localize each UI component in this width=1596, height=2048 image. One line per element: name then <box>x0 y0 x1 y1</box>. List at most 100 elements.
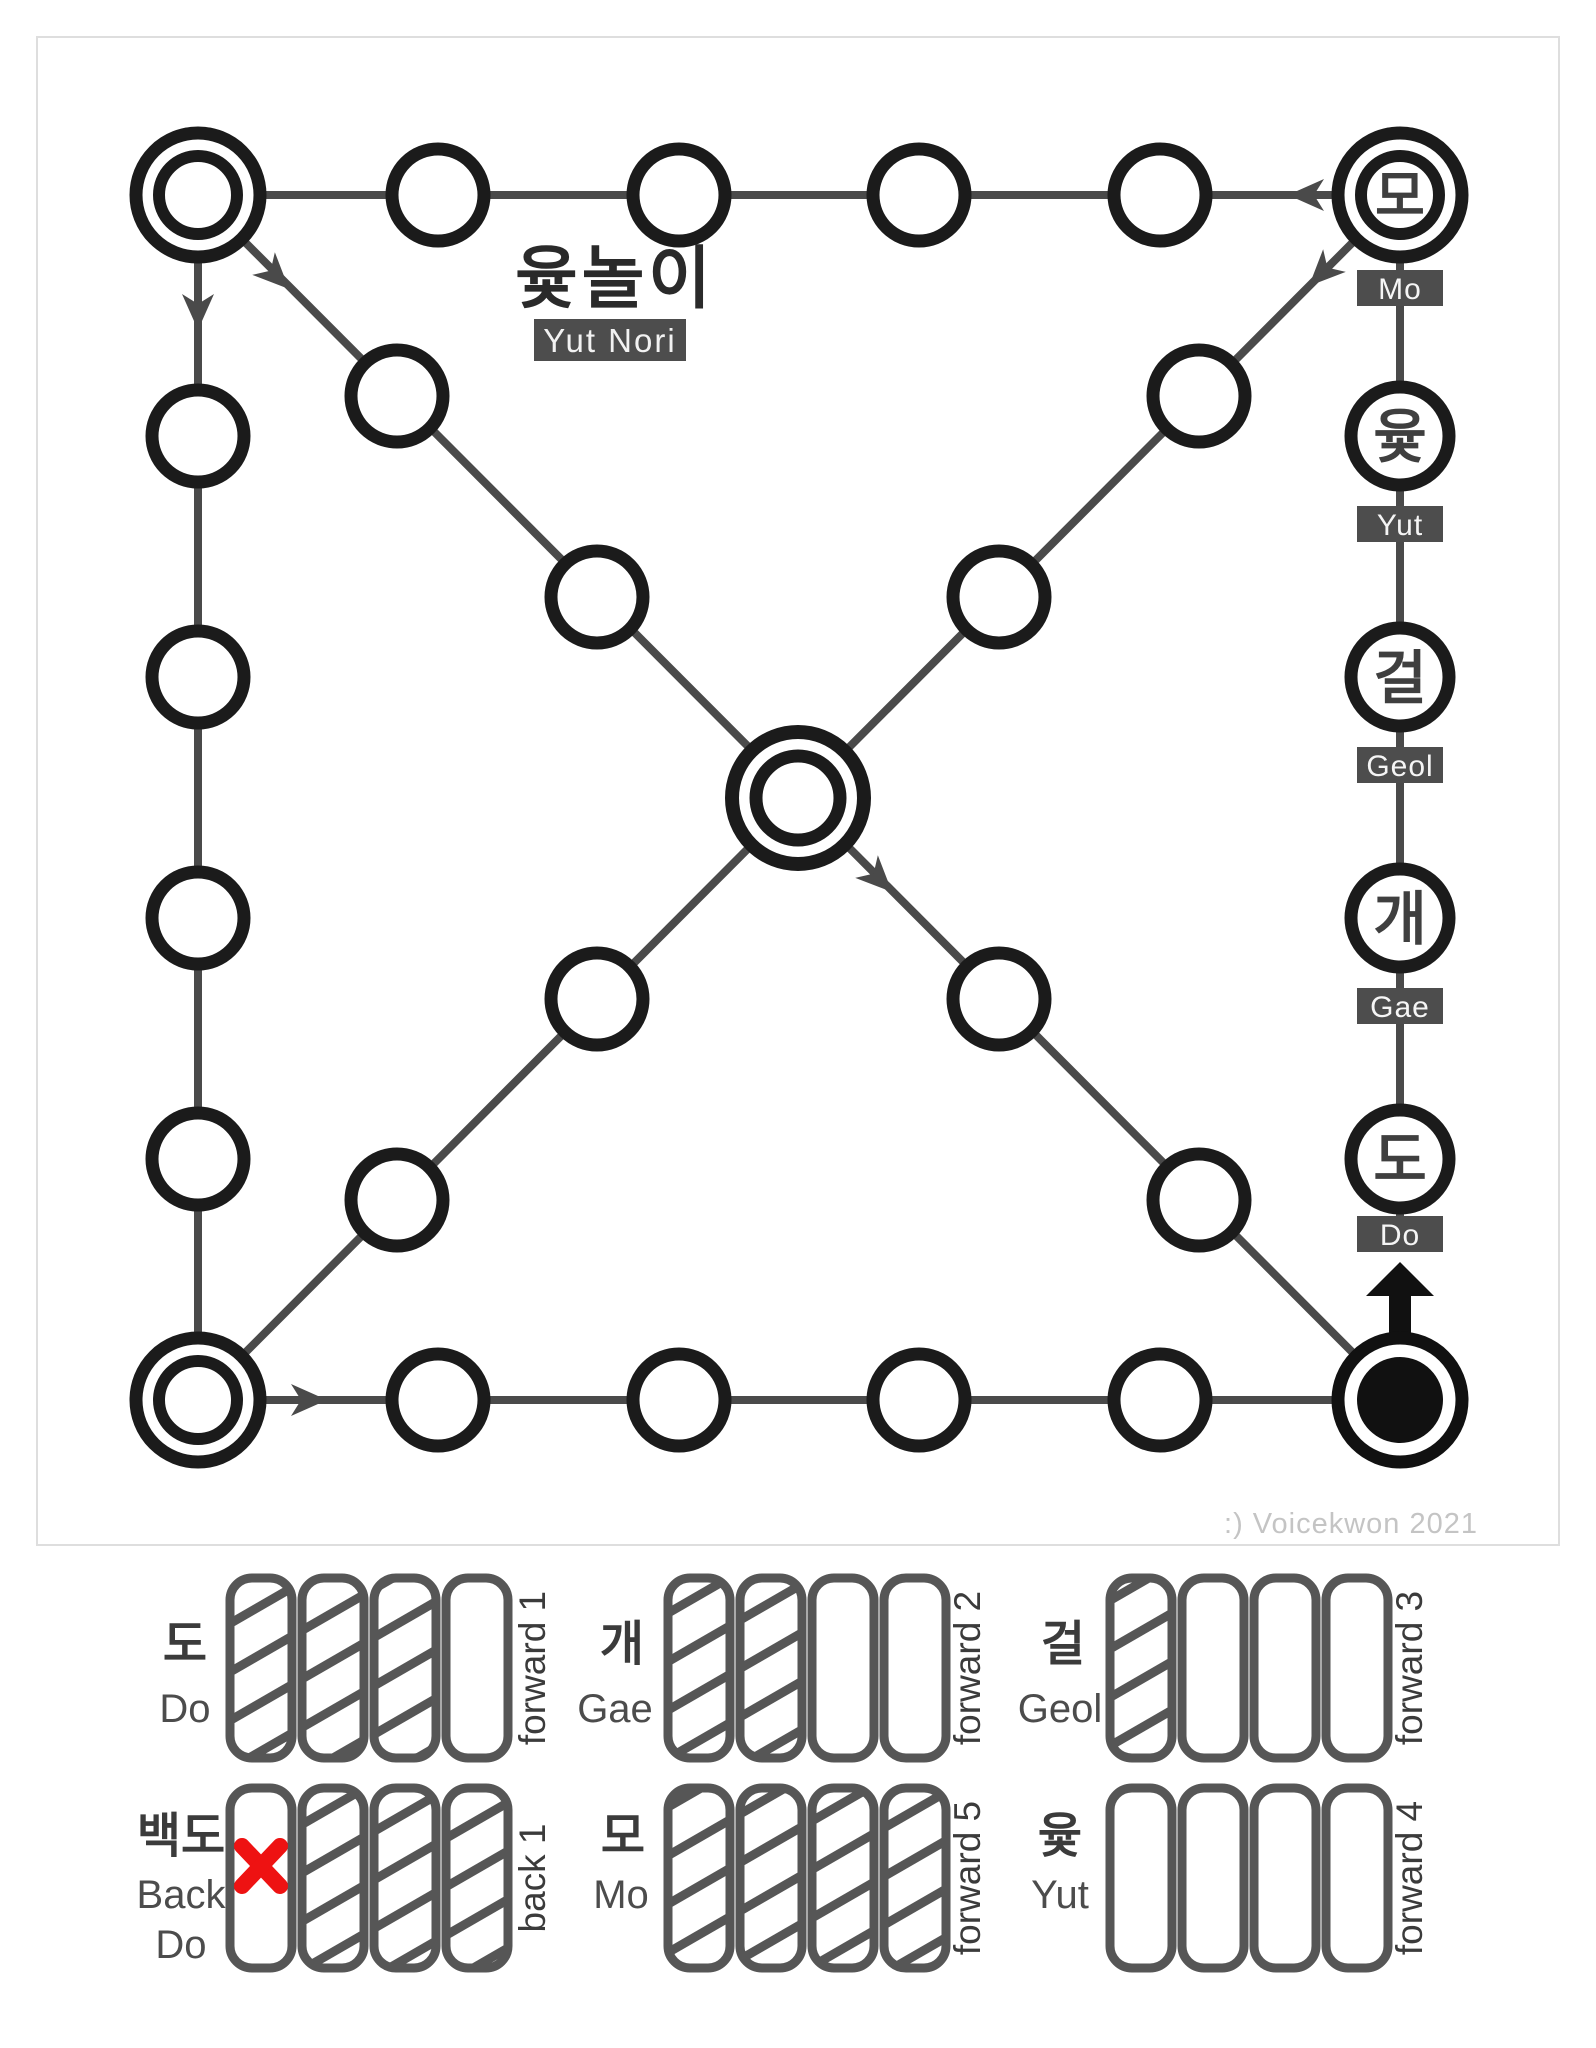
station-label-do: Do <box>1380 1219 1420 1252</box>
station-node-do <box>1344 1103 1456 1215</box>
legend-group-mo: 모 Mo forward 5 <box>593 1783 988 1973</box>
yut-stick <box>663 1783 735 1973</box>
yut-stick <box>879 1783 951 1973</box>
label-box-yut <box>1357 506 1443 542</box>
legend-group-gae: 개 Gae forward 2 <box>577 1573 988 1763</box>
yut-stick <box>807 1573 879 1763</box>
yut-stick <box>807 1783 879 1973</box>
legend-group-backdo: 백도 Back Do back 1 <box>137 1783 553 1973</box>
start-direction-arrow-icon <box>1366 1262 1434 1338</box>
yut-stick <box>1105 1573 1177 1763</box>
board-node <box>1146 343 1252 449</box>
legend-group-do: 도 Do forward 1 <box>159 1573 553 1763</box>
yut-stick <box>1321 1573 1393 1763</box>
yut-stick <box>441 1573 513 1763</box>
board-node <box>145 624 251 730</box>
legend-move-mo: forward 5 <box>947 1801 988 1955</box>
legend-korean-yut: 윷 <box>1038 1810 1082 1863</box>
legend-korean-geol: 걸 <box>1041 1618 1085 1671</box>
station-node-geol <box>1344 621 1456 733</box>
yut-stick <box>225 1573 297 1763</box>
legend-english-geol: Geol <box>1018 1687 1103 1731</box>
direction-arrow-left-edge-down-icon <box>182 294 214 330</box>
page-title-english: Yut Nori <box>543 322 676 359</box>
board-node <box>344 1147 450 1253</box>
legend-move-yut: forward 4 <box>1389 1801 1430 1955</box>
direction-arrow-diagonal-from-center-icon <box>855 855 892 892</box>
yut-stick <box>1321 1783 1393 1973</box>
yut-stick <box>369 1573 441 1763</box>
page-title-english-box <box>534 319 686 361</box>
station-node-yut <box>1344 380 1456 492</box>
yut-stick <box>1249 1573 1321 1763</box>
legend-move-gae: forward 2 <box>947 1591 988 1745</box>
yut-stick <box>369 1783 441 1973</box>
board-node <box>145 383 251 489</box>
board-node <box>544 544 650 650</box>
yut-stick <box>879 1573 951 1763</box>
station-char-gae: 개 <box>1373 887 1426 952</box>
corner-node-top-right-mo <box>1331 126 1469 264</box>
station-label-yut: Yut <box>1377 509 1423 542</box>
legend-english-yut: Yut <box>1031 1873 1089 1917</box>
corner-node-bottom-left <box>129 1331 267 1469</box>
yut-stick <box>1177 1783 1249 1973</box>
legend-korean-backdo: 백도 <box>137 1810 225 1863</box>
station-char-geol: 걸 <box>1373 646 1426 711</box>
start-node <box>1331 1331 1469 1469</box>
yut-stick <box>735 1573 807 1763</box>
direction-arrow-diagonal-from-topleft-icon <box>252 252 289 289</box>
label-box-gae <box>1357 988 1443 1024</box>
legend-korean-mo: 모 <box>601 1810 645 1863</box>
yut-stick <box>1105 1783 1177 1973</box>
direction-arrow-diagonal-from-mo-icon <box>1309 249 1346 286</box>
board-node <box>946 544 1052 650</box>
station-char-do: 도 <box>1373 1128 1426 1193</box>
yut-stick <box>297 1573 369 1763</box>
credit-text: :) Voicekwon 2021 <box>1224 1508 1478 1540</box>
station-label-mo: Mo <box>1378 273 1422 306</box>
board-node <box>626 142 732 248</box>
yut-stick <box>441 1783 513 1973</box>
direction-arrow-bottom-edge-right-icon <box>291 1384 327 1416</box>
label-box-geol <box>1357 747 1443 783</box>
yut-stick <box>1249 1783 1321 1973</box>
direction-arrow-top-edge-left-icon <box>1288 179 1324 211</box>
legend-english-gae: Gae <box>577 1687 653 1731</box>
legend-move-do: forward 1 <box>512 1591 553 1745</box>
board-node <box>544 946 650 1052</box>
legend-english-do: Do <box>159 1687 210 1731</box>
board-node <box>385 1347 491 1453</box>
board-node <box>866 142 972 248</box>
legend-move-backdo: back 1 <box>512 1823 553 1932</box>
board-node <box>946 946 1052 1052</box>
station-node-gae <box>1344 862 1456 974</box>
yut-stick <box>663 1573 735 1763</box>
legend-move-geol: forward 3 <box>1389 1591 1430 1745</box>
board-node <box>1107 1347 1213 1453</box>
legend-korean-do: 도 <box>163 1618 207 1671</box>
legend-group-geol: 걸 Geol forward 3 <box>1018 1573 1430 1763</box>
legend-english-backdo-line2: Do <box>155 1923 206 1967</box>
board-node <box>344 343 450 449</box>
station-label-geol: Geol <box>1366 750 1433 783</box>
yut-stick <box>297 1783 369 1973</box>
page-title-korean: 윷놀이 <box>515 241 715 317</box>
back-do-x-mark-icon <box>234 1838 288 1894</box>
board-node <box>385 142 491 248</box>
legend-korean-gae: 개 <box>600 1618 644 1671</box>
board-node <box>145 865 251 971</box>
label-box-do <box>1357 1216 1443 1252</box>
board-node <box>1107 142 1213 248</box>
station-label-gae: Gae <box>1370 991 1430 1024</box>
legend-english-backdo-line1: Back <box>137 1873 227 1917</box>
yut-stick <box>735 1783 807 1973</box>
label-box-mo <box>1357 270 1443 306</box>
board-node <box>145 1106 251 1212</box>
board-node <box>1146 1147 1252 1253</box>
board-node <box>626 1347 732 1453</box>
center-node <box>725 725 871 871</box>
legend-group-yut: 윷 Yut forward 4 <box>1031 1783 1430 1973</box>
